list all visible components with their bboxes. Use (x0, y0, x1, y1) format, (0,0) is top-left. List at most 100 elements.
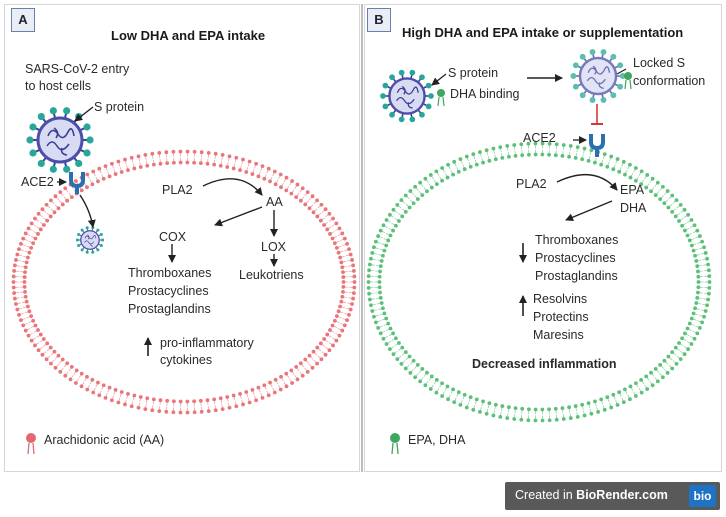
phospholipid-tail (507, 151, 510, 157)
phospholipid-head (687, 238, 692, 243)
phospholipid-tail (17, 307, 23, 310)
phospholipid-tail (28, 320, 34, 324)
phospholipid-tail (340, 238, 345, 241)
phospholipid-head (336, 250, 341, 255)
phospholipid-head (247, 159, 252, 164)
phospholipid-tail (95, 382, 99, 388)
phospholipid-tail (419, 377, 424, 382)
phospholipid-tail (668, 364, 673, 369)
phospholipid-tail (630, 173, 634, 178)
virus-envelope (80, 230, 100, 250)
phospholipid-head (31, 241, 36, 246)
phospholipid-tail (640, 179, 645, 185)
phospholipid-tail (375, 320, 381, 323)
spike-head (75, 238, 79, 242)
phospholipid-tail (59, 191, 64, 197)
phospholipid-tail (410, 369, 414, 374)
phospholipid-tail (299, 371, 304, 376)
sars-cov-2-virus-icon (26, 107, 94, 173)
phospholipid-tail (21, 301, 27, 304)
legend-epa-dha-label: EPA, DHA (408, 433, 466, 447)
phospholipid-tail (433, 179, 438, 185)
phospholipid-tail (410, 190, 414, 195)
phospholipid-tail (124, 159, 127, 165)
spike-head (382, 103, 389, 110)
spike-head (579, 53, 586, 60)
phospholipid-head (205, 161, 210, 166)
phospholipid-tail (247, 161, 250, 167)
phospholipid-tail (370, 258, 376, 261)
phospholipid-tail (479, 407, 482, 413)
phospholipid-tail (389, 214, 395, 218)
phospholipid-tail (345, 307, 351, 310)
pla2-arrow (202, 178, 263, 196)
phospholipid-tail (596, 407, 599, 413)
spike-head (86, 136, 94, 144)
phospholipid-tail (294, 184, 298, 189)
aa-cox-arrow (214, 206, 263, 227)
phospholipid-tail (213, 159, 216, 165)
phospholipid-tail (336, 315, 342, 319)
phospholipid-tail (20, 291, 26, 293)
phospholipid-tail (158, 152, 161, 158)
phospholipid-head (328, 232, 332, 236)
phospholipid-tail (309, 355, 314, 360)
phospholipid-tail (336, 245, 342, 249)
virus-envelope (578, 56, 618, 96)
phospholipid-tail (75, 378, 79, 384)
phospholipid-tail (50, 359, 55, 364)
phospholipid-head (138, 395, 143, 399)
phospholipid-tail (645, 376, 650, 381)
phospholipid-tail (423, 372, 428, 377)
phospholipid-tail (338, 310, 344, 314)
phospholipid-tail (92, 171, 96, 177)
phospholipid-tail (514, 150, 516, 156)
phospholipid-tail (239, 393, 242, 399)
phospholipid-tail (348, 297, 354, 299)
phospholipid-tail (36, 334, 41, 338)
phospholipid-tail (453, 397, 457, 403)
phospholipid-tail (695, 235, 701, 239)
phospholipid-tail (419, 182, 424, 187)
phospholipid-tail (393, 209, 398, 214)
phospholipid-tail (347, 259, 353, 262)
spike-head (419, 74, 425, 81)
phospholipid-tail (633, 167, 637, 173)
phospholipid-tail (594, 157, 597, 163)
phospholipid-tail (676, 355, 681, 360)
phospholipid-tail (152, 399, 155, 405)
phospholipid-head (685, 233, 690, 238)
phospholipid-tail (342, 266, 348, 268)
phospholipid-tail (55, 363, 59, 369)
phospholipid-tail (624, 170, 628, 175)
phospholipid-tail (207, 406, 210, 412)
phospholipid-tail (692, 230, 698, 234)
phospholipid-head (213, 408, 218, 413)
phospholipid-tail (693, 313, 699, 316)
phospholipid-tail (138, 156, 140, 162)
phospholipid-tail (428, 183, 433, 188)
spike-head (99, 233, 103, 237)
phospholipid-tail (328, 342, 334, 346)
phospholipid-tail (84, 376, 88, 382)
panel-a (4, 4, 360, 472)
phospholipid-tail (14, 297, 20, 299)
phospholipid-tail (95, 176, 99, 182)
phospholipid-tail (588, 403, 591, 409)
phospholipid-tail (575, 152, 577, 158)
biorender-credit[interactable]: Created in BioRender.com bio (505, 482, 720, 510)
spike-head (589, 49, 596, 55)
phospholipid-head (685, 326, 690, 331)
phospholipid-tail (220, 160, 222, 166)
phospholipid-tail (436, 171, 440, 176)
phospholipid-head (560, 153, 565, 158)
spike-head (29, 123, 37, 131)
phospholipid-tail (654, 377, 659, 382)
phospholipid-head (689, 316, 694, 321)
spike-head (37, 112, 45, 121)
phospholipid-tail (228, 156, 230, 162)
phospholipid-tail (275, 179, 279, 185)
phospholipid-tail (694, 307, 700, 310)
s-protein-arrow (431, 73, 447, 86)
spike-head (101, 238, 105, 242)
